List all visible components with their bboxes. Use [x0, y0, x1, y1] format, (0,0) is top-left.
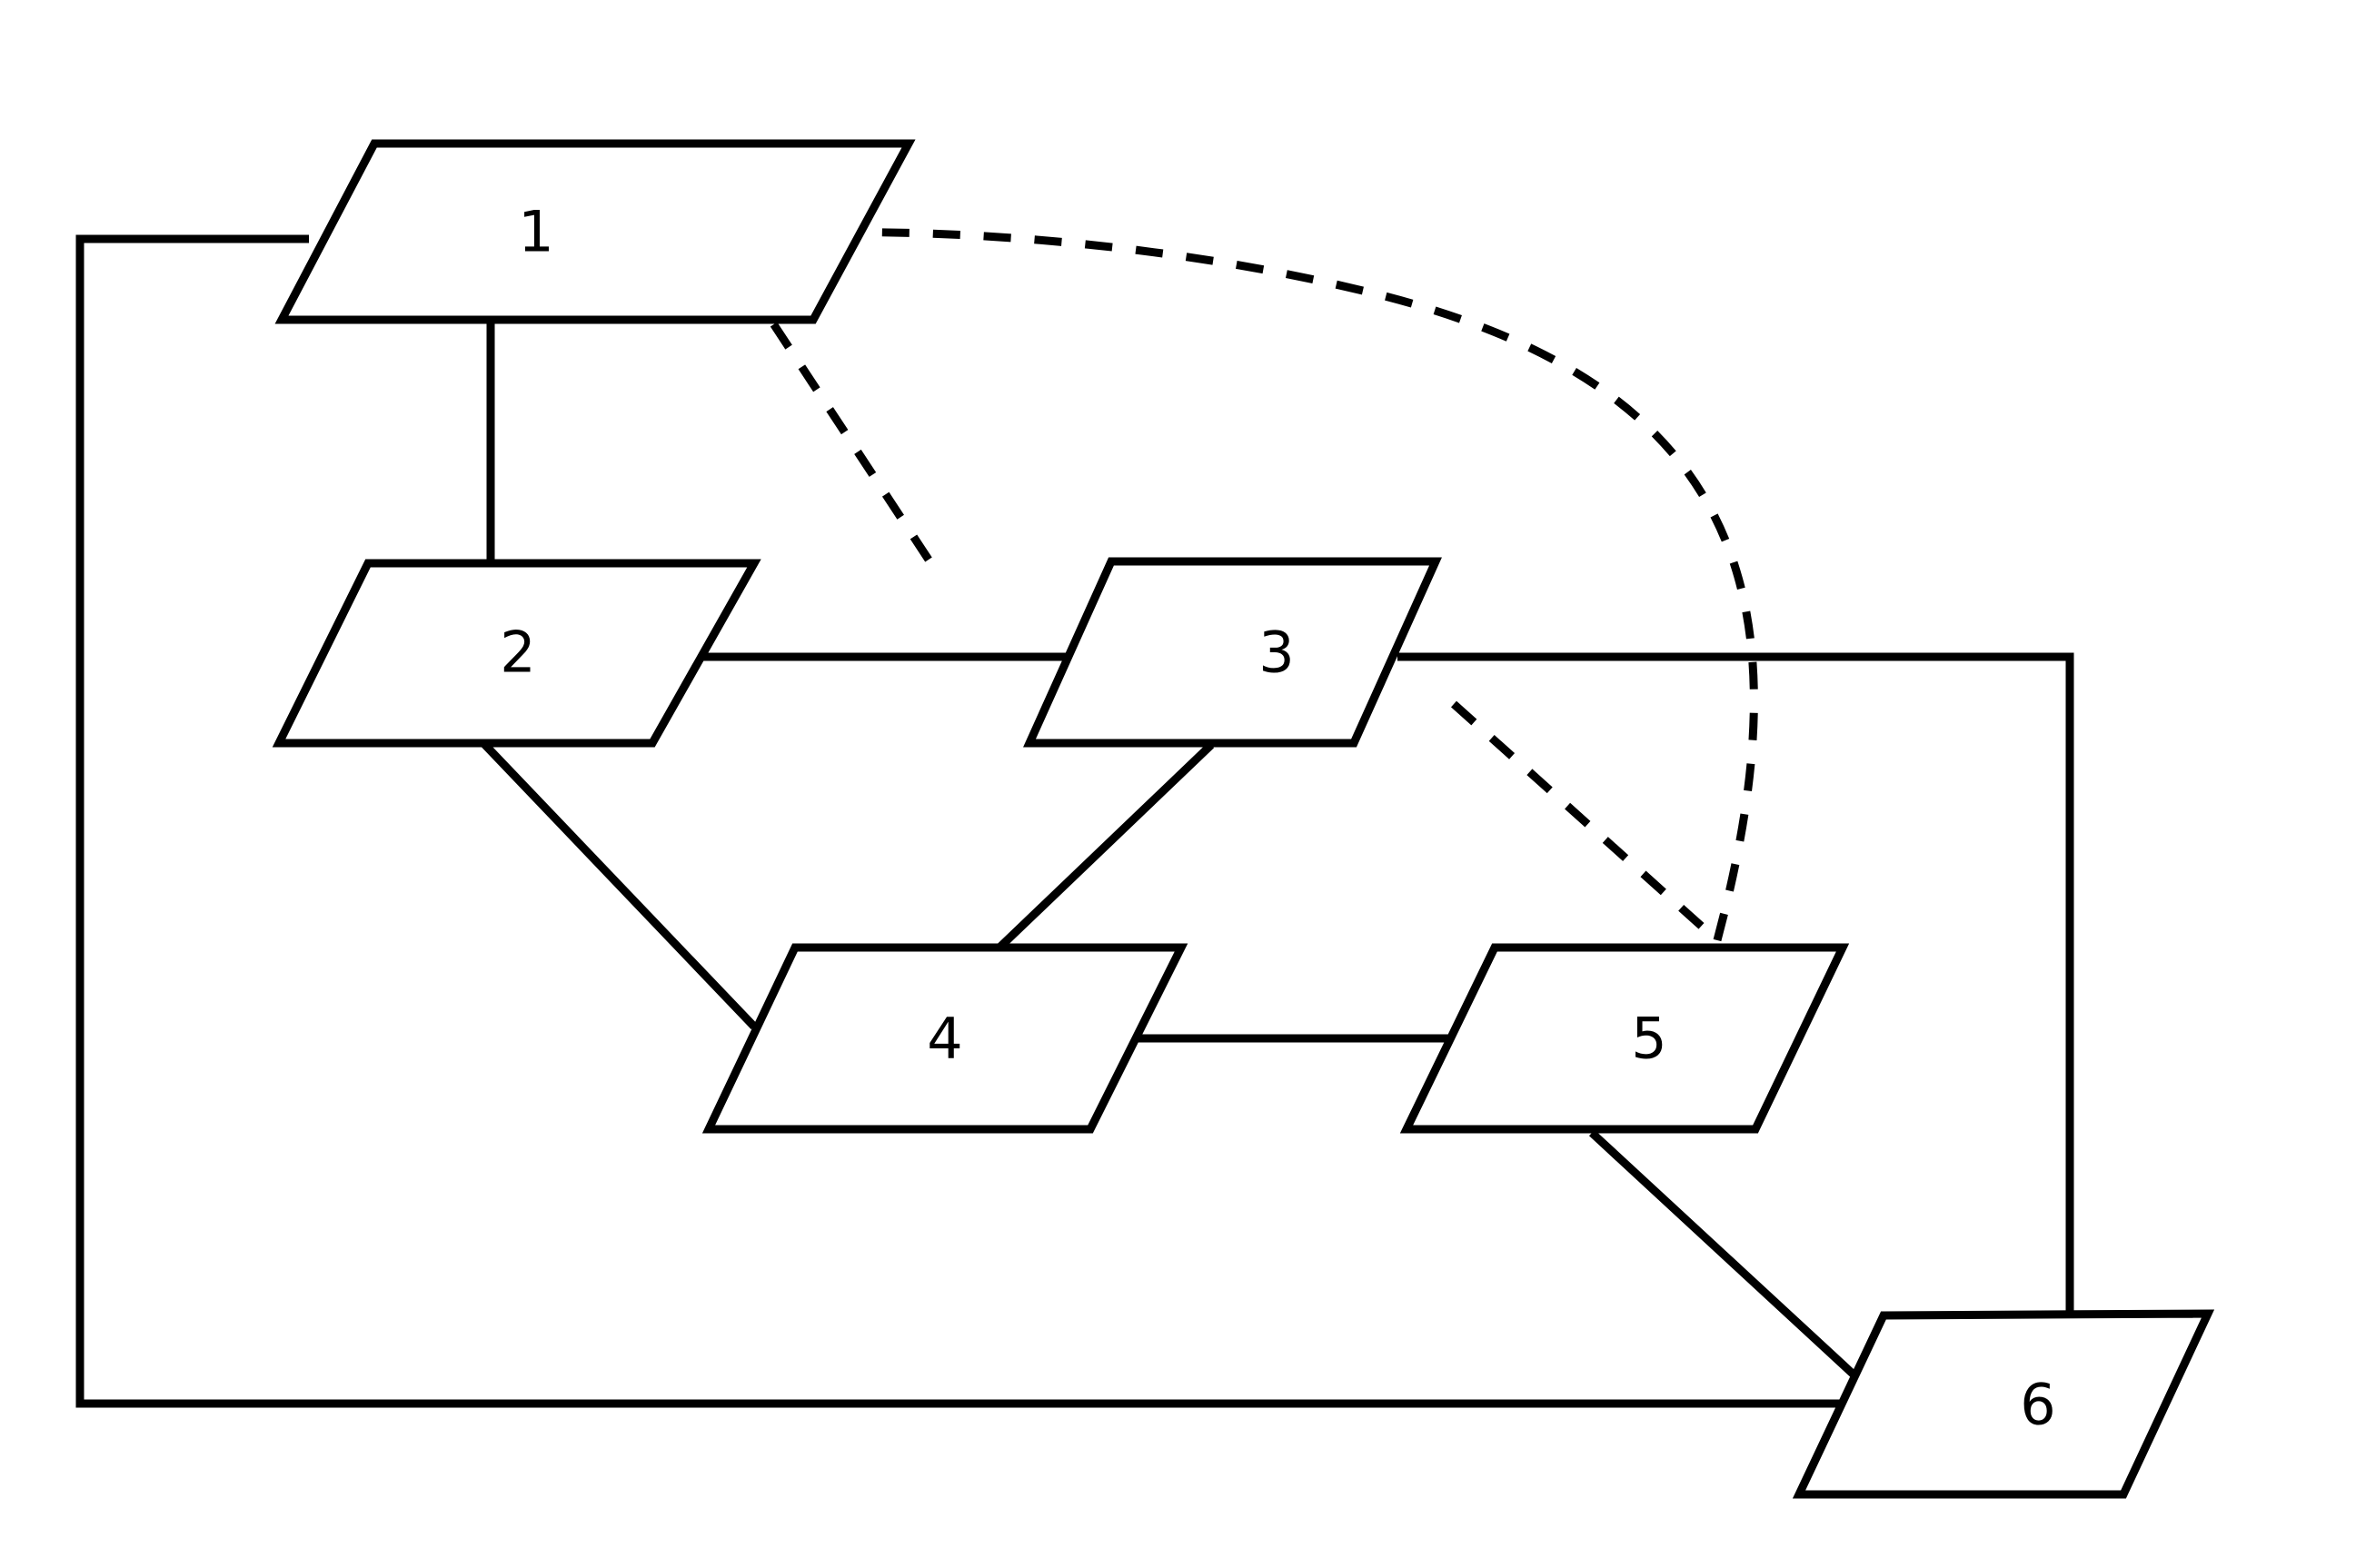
edge-node3-node4[interactable]: [996, 741, 1215, 951]
node-1-label: 1: [518, 199, 553, 265]
node-5[interactable]: 5: [1399, 943, 1850, 1134]
node-6-label: 6: [2020, 1372, 2055, 1438]
node-6[interactable]: 6: [1792, 1309, 2215, 1499]
node-4-parallelogram[interactable]: [701, 943, 1188, 1134]
edge-node6-node1-wrap[interactable]: [75, 234, 1854, 1408]
edge-node5-node1-dashed[interactable]: [720, 228, 1758, 942]
edge-node2-node4[interactable]: [480, 739, 758, 1030]
node-5-parallelogram[interactable]: [1399, 943, 1850, 1134]
edges-layer: [75, 223, 2074, 1408]
node-5-label: 5: [1631, 1006, 1666, 1072]
node-4[interactable]: 4: [701, 943, 1188, 1134]
node-2-parallelogram[interactable]: [272, 559, 761, 748]
edge-node3-node5-dashed[interactable]: [1450, 700, 1721, 944]
edge-node3-node6-wrap[interactable]: [1397, 652, 2074, 1319]
node-4-label: 4: [927, 1006, 962, 1072]
node-2-label: 2: [500, 620, 535, 686]
edge-node5-node6[interactable]: [1588, 1129, 1857, 1378]
node-3-label: 3: [1258, 620, 1294, 686]
node-1-parallelogram[interactable]: [274, 139, 916, 324]
node-2[interactable]: 2: [272, 559, 761, 748]
node-3-parallelogram[interactable]: [1023, 557, 1442, 748]
nodes-layer: 1 2 3 4 5 6: [272, 139, 2215, 1499]
node-3[interactable]: 3: [1023, 557, 1442, 748]
node-1[interactable]: 1: [274, 139, 916, 324]
node-6-parallelogram[interactable]: [1792, 1309, 2215, 1499]
